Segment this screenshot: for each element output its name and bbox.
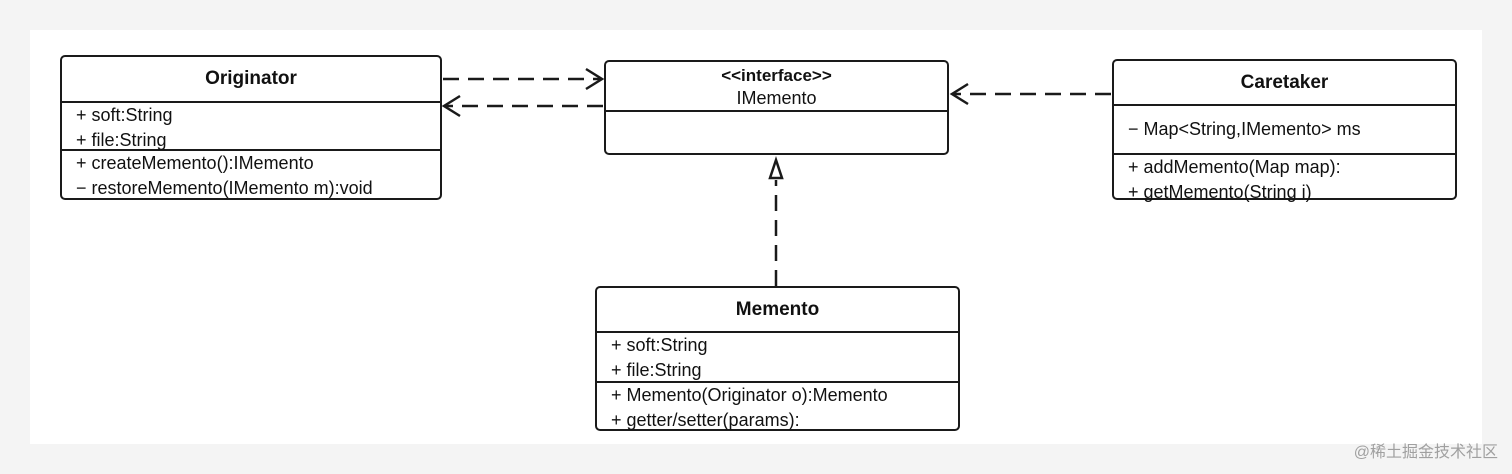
attribute: + soft:String (611, 335, 708, 355)
class-memento: Memento + soft:String + file:String + Me… (595, 286, 960, 431)
class-originator-name: Originator (62, 57, 440, 103)
interface-stereotype: <<interface>> (721, 66, 832, 85)
attribute: + soft:String (76, 105, 173, 125)
class-caretaker-attributes: − Map<String,IMemento> ms (1114, 106, 1455, 155)
interface-imemento-name: IMemento (736, 88, 817, 108)
method: + createMemento():IMemento (76, 153, 314, 173)
interface-imemento: <<interface>> IMemento (604, 60, 949, 155)
arrowhead-imemento-open (585, 67, 605, 91)
method: + getMemento(String i) (1128, 182, 1312, 202)
class-caretaker: Caretaker − Map<String,IMemento> ms + ad… (1112, 59, 1457, 202)
class-originator-methods: + createMemento():IMemento − restoreMeme… (62, 151, 440, 201)
class-memento-attributes: + soft:String + file:String (597, 333, 958, 383)
arrowhead-originator-open (441, 94, 461, 118)
arrowhead-realization-triangle (768, 156, 784, 180)
attribute: − Map<String,IMemento> ms (1128, 119, 1361, 139)
class-caretaker-name: Caretaker (1114, 61, 1455, 106)
method: + Memento(Originator o):Memento (611, 385, 888, 405)
class-originator: Originator + soft:String + file:String +… (60, 55, 442, 200)
attribute: + file:String (611, 360, 702, 380)
attribute: + file:String (76, 130, 167, 150)
arrowhead-imemento-open-right (949, 82, 969, 106)
watermark: @稀土掘金技术社区 (1353, 444, 1498, 461)
class-caretaker-methods: + addMemento(Map map): + getMemento(Stri… (1114, 155, 1455, 205)
class-memento-name: Memento (597, 288, 958, 333)
interface-imemento-header: <<interface>> IMemento (606, 62, 947, 112)
method: + getter/setter(params): (611, 410, 800, 430)
method: − restoreMemento(IMemento m):void (76, 178, 373, 198)
class-memento-methods: + Memento(Originator o):Memento + getter… (597, 383, 958, 433)
method: + addMemento(Map map): (1128, 157, 1341, 177)
class-originator-attributes: + soft:String + file:String (62, 103, 440, 151)
